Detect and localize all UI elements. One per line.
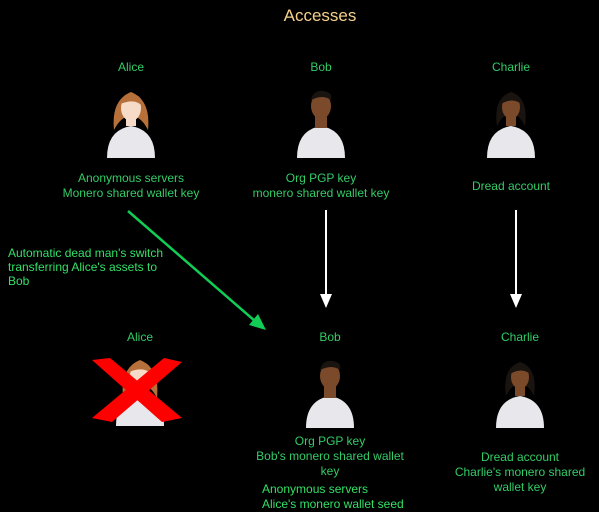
charlie-access-after: Dread account Charlie's monero shared wa… bbox=[440, 450, 599, 495]
note-line: Automatic dead man's switch bbox=[8, 246, 164, 260]
note-line: transferring Alice's assets to bbox=[8, 260, 158, 274]
access-item: Monero shared wallet key bbox=[62, 186, 200, 200]
access-item: Alice's monero wallet seed bbox=[262, 497, 404, 511]
access-item: monero shared wallet key bbox=[252, 186, 390, 200]
bob-access-before: Org PGP key monero shared wallet key bbox=[241, 171, 401, 201]
alice-name-before: Alice bbox=[117, 60, 144, 74]
note-line: Bob bbox=[8, 274, 30, 288]
access-item: Anonymous servers bbox=[262, 482, 369, 496]
bob-inherited-access: Anonymous servers Alice's monero wallet … bbox=[262, 482, 442, 512]
access-item: Anonymous servers bbox=[77, 171, 185, 185]
person-female-dark-icon bbox=[487, 92, 535, 158]
arrow-bob-down bbox=[320, 210, 332, 308]
alice-access-before: Anonymous servers Monero shared wallet k… bbox=[51, 171, 211, 201]
arrow-charlie-down bbox=[510, 210, 522, 308]
charlie-access-before: Dread account bbox=[451, 179, 571, 194]
access-item: Org PGP key bbox=[294, 434, 366, 448]
access-item: Charlie's monero shared bbox=[454, 465, 586, 479]
person-male-dark-icon bbox=[297, 90, 345, 158]
access-item: Dread account bbox=[480, 450, 560, 464]
bob-name-after: Bob bbox=[319, 330, 341, 344]
person-male-dark-icon bbox=[306, 360, 354, 428]
access-item: Bob's monero shared wallet bbox=[256, 449, 404, 463]
charlie-name-before: Charlie bbox=[491, 60, 530, 74]
access-item: key bbox=[320, 464, 340, 478]
bob-name-before: Bob bbox=[310, 60, 332, 74]
charlie-name-after: Charlie bbox=[500, 330, 539, 344]
bob-access-after: Org PGP key Bob's monero shared wallet k… bbox=[240, 434, 420, 479]
red-cross-icon bbox=[92, 358, 182, 422]
dead-mans-switch-note: Automatic dead man's switch transferring… bbox=[8, 246, 178, 288]
access-item: wallet key bbox=[493, 480, 547, 494]
person-female-light-icon bbox=[107, 92, 155, 158]
alice-name-after: Alice bbox=[126, 330, 153, 344]
person-female-dark-icon bbox=[496, 362, 544, 428]
access-item: Dread account bbox=[471, 179, 551, 193]
diagram-title: Accesses bbox=[283, 6, 357, 25]
access-item: Org PGP key bbox=[285, 171, 357, 185]
arrow-alice-to-bob bbox=[127, 210, 266, 330]
